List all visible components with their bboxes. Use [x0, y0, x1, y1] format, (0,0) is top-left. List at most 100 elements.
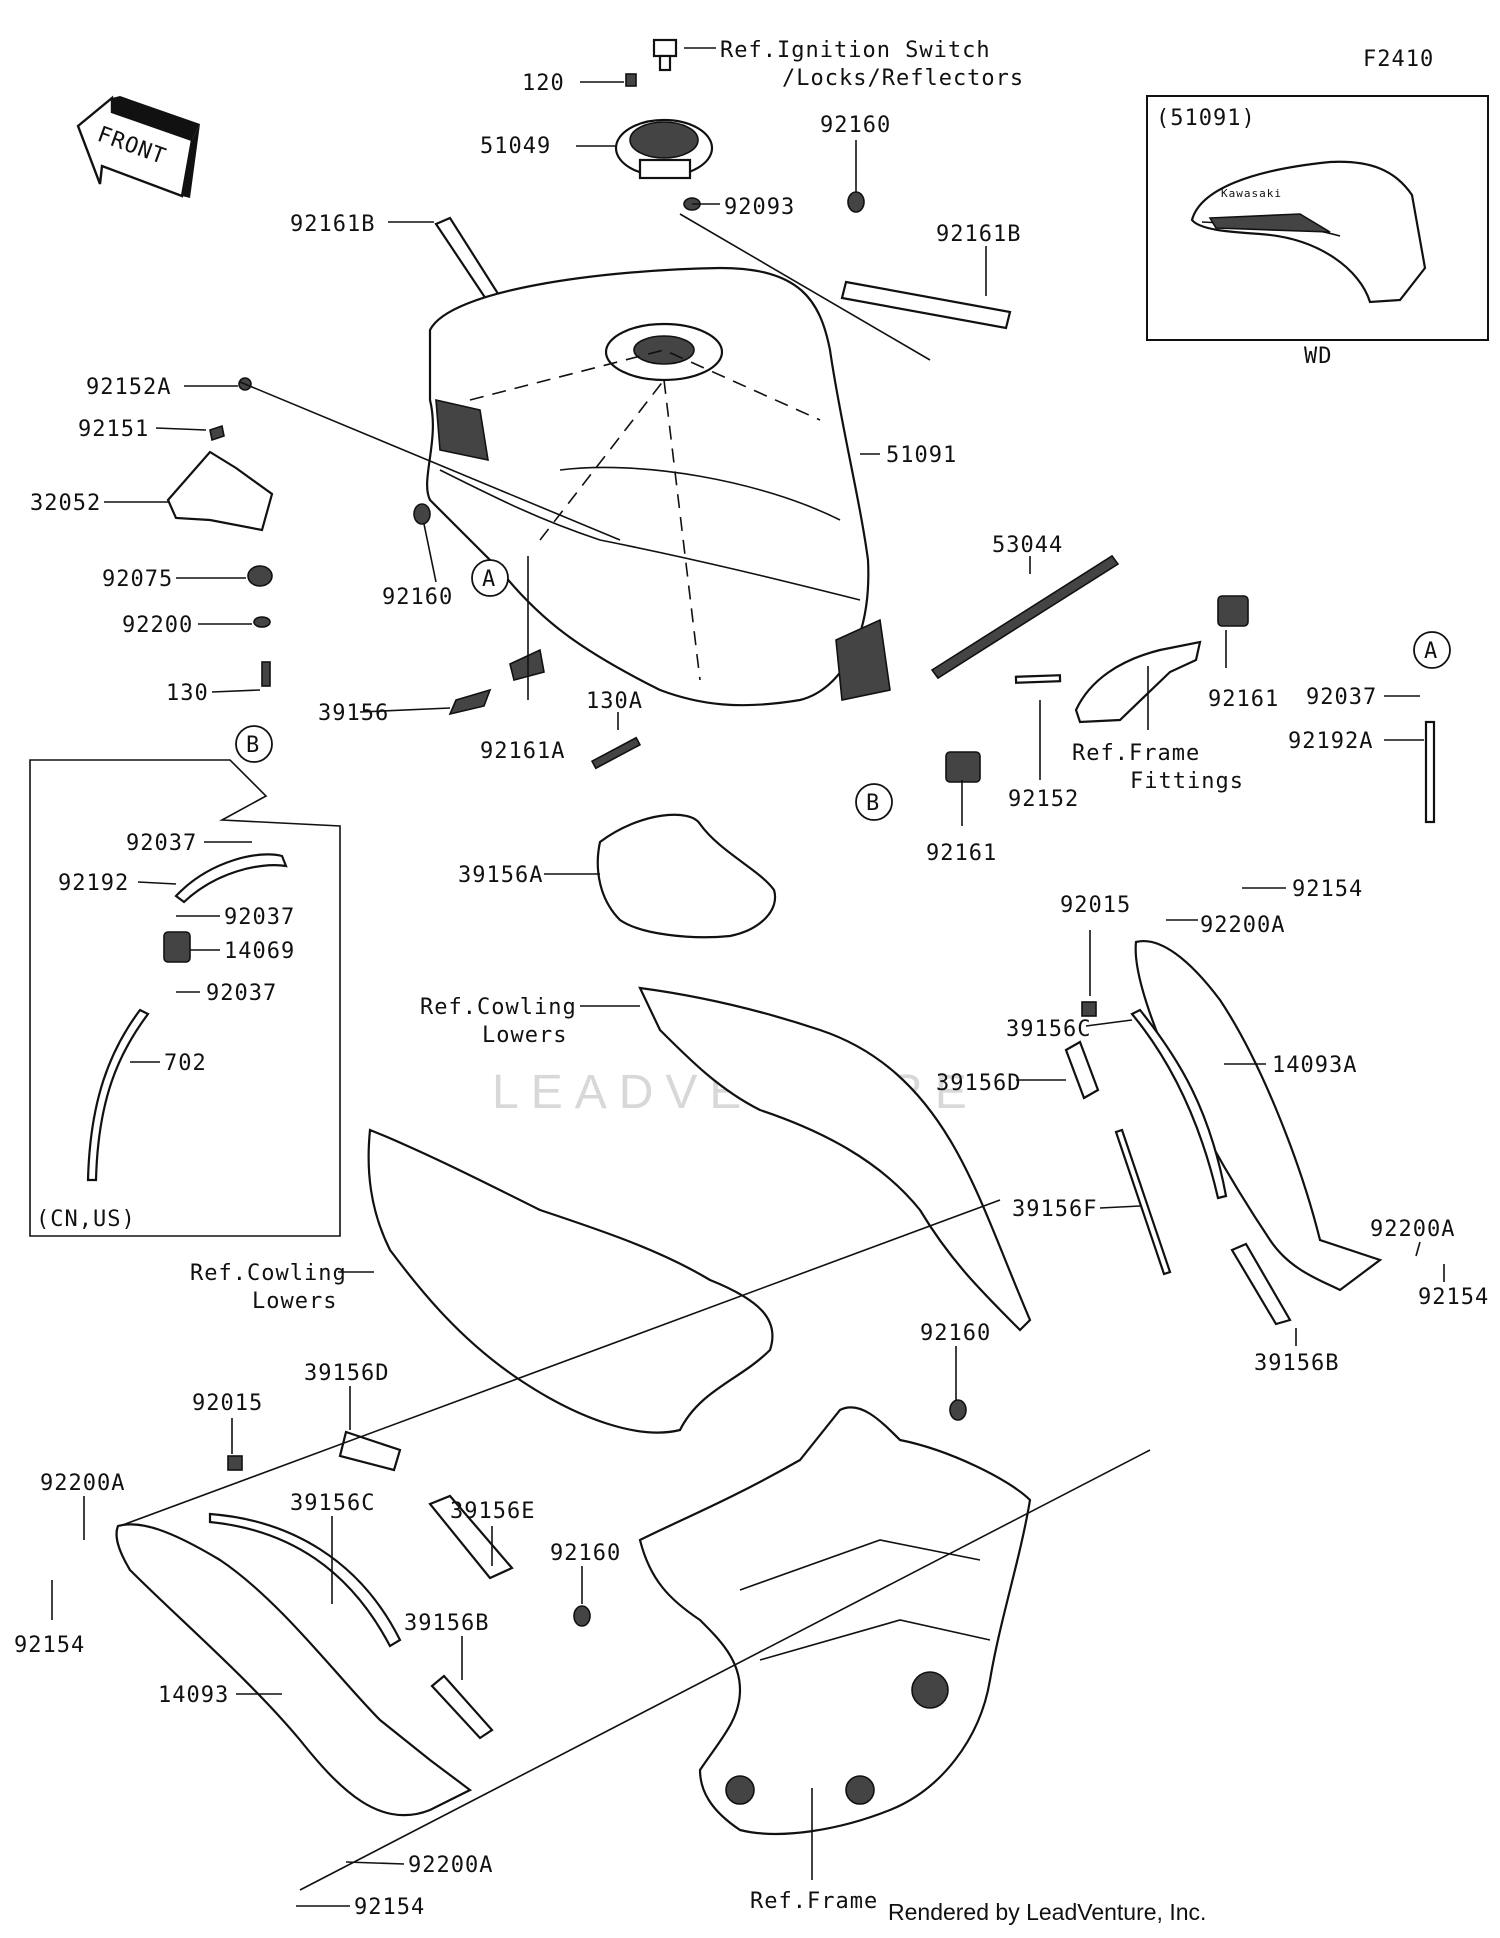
label-130a: 130A [586, 689, 643, 714]
pad-39156d-left [338, 1430, 402, 1472]
bolt-130a [590, 736, 642, 770]
label-92200a-right: 92200A [1370, 1217, 1455, 1242]
pad-39156 [448, 688, 492, 716]
hose-702 [86, 1008, 150, 1182]
label-92093: 92093 [724, 195, 795, 220]
label-92161b-right: 92161B [936, 222, 1021, 247]
label-ref-ignition-2: /Locks/Reflectors [782, 66, 1024, 91]
label-39156b-left: 39156B [404, 1611, 489, 1636]
fuel-tank-51091 [426, 266, 891, 707]
damper-92161-mid [945, 751, 981, 783]
label-92152a: 92152A [86, 375, 171, 400]
label-39156b-right: 39156B [1254, 1351, 1339, 1376]
label-39156f: 39156F [1012, 1197, 1097, 1222]
label-32052: 32052 [30, 491, 101, 516]
hose-92192 [174, 853, 288, 904]
label-ref-cowling-1b: Lowers [482, 1023, 567, 1048]
washer-92200 [253, 616, 271, 628]
credit-text: Rendered by LeadVenture, Inc. [888, 1899, 1206, 1925]
page-code: F2410 [1363, 47, 1434, 72]
ref-frame-fittings-part [1074, 640, 1202, 724]
bolt-130 [261, 661, 271, 687]
label-box-92037-a: 92037 [126, 831, 197, 856]
label-box-14069: 14069 [224, 939, 295, 964]
ref-frame-part [638, 1406, 1032, 1835]
label-92037-right: 92037 [1306, 685, 1377, 710]
label-box-92037-b: 92037 [224, 905, 295, 930]
callout-a-right: A [1413, 631, 1451, 669]
bolt-92151 [209, 424, 225, 442]
label-92200a-top: 92200A [1200, 913, 1285, 938]
label-92160-low: 92160 [920, 1321, 991, 1346]
trim-39156c-right [1130, 1008, 1228, 1200]
damper-92161-right [1217, 595, 1249, 627]
label-51049: 51049 [480, 134, 551, 159]
inset-caption: WD [1304, 344, 1333, 369]
hose-assembly-box [29, 759, 341, 1237]
trim-39156c-left [208, 1512, 402, 1648]
label-ref-cowling-2a: Ref.Cowling [190, 1261, 347, 1286]
label-92154-left: 92154 [14, 1633, 85, 1658]
callout-b-upper: B [855, 783, 893, 821]
label-92160-top: 92160 [820, 113, 891, 138]
label-92200a-left: 92200A [40, 1471, 125, 1496]
label-92154-right: 92154 [1418, 1285, 1489, 1310]
label-ref-frame: Ref.Frame [750, 1889, 878, 1914]
damper-92075 [247, 565, 273, 587]
label-14093a: 14093A [1272, 1053, 1357, 1078]
leader-lines [51, 47, 1445, 1907]
label-92161a: 92161A [480, 739, 565, 764]
label-ref-cowling-1a: Ref.Cowling [420, 995, 577, 1020]
label-92154-top: 92154 [1292, 877, 1363, 902]
valve-14069 [163, 931, 191, 963]
damper-92152 [1014, 674, 1062, 684]
fuel-cap-51049 [614, 118, 714, 180]
grommet-92160-top [847, 191, 865, 213]
panel-14093a [1134, 939, 1383, 1292]
label-39156a: 39156A [458, 863, 543, 888]
trim-39156b-left [430, 1674, 494, 1740]
bracket-92161b-right [840, 280, 1012, 330]
part-labels: 120 Ref.Ignition Switch /Locks/Reflector… [14, 38, 1489, 1920]
svg-text:B: B [246, 733, 260, 758]
label-92075: 92075 [102, 567, 173, 592]
front-arrow-icon: FRONT [76, 95, 200, 198]
seal-53044 [930, 554, 1120, 680]
label-ref-ignition-1: Ref.Ignition Switch [720, 38, 991, 63]
callout-a-upper: A [471, 559, 509, 597]
label-92151: 92151 [78, 417, 149, 442]
svg-text:A: A [482, 567, 496, 592]
label-39156: 39156 [318, 701, 389, 726]
ref-cowling-lower-lower [367, 1128, 774, 1434]
inset-box: (51091) Kawasaki WD [1146, 95, 1489, 369]
ignition-plug [652, 38, 678, 72]
inset-title: (51091) [1156, 106, 1256, 131]
pad-92161a [509, 648, 545, 681]
label-92192a: 92192A [1288, 729, 1373, 754]
inset-tank-image: Kawasaki [1190, 160, 1427, 304]
label-120: 120 [522, 71, 565, 96]
svg-text:A: A [1424, 639, 1438, 664]
label-39156c-right: 39156C [1006, 1017, 1091, 1042]
callout-b-box: B [235, 725, 273, 763]
label-92160-mid: 92160 [382, 585, 453, 610]
label-92161-right: 92161 [1208, 687, 1279, 712]
label-92015-right: 92015 [1060, 893, 1131, 918]
label-92161b-left: 92161B [290, 212, 375, 237]
inset-tank-badge: Kawasaki [1221, 187, 1282, 200]
label-92200a-bottom: 92200A [408, 1853, 493, 1878]
screw-120 [625, 73, 637, 87]
label-box-region: (CN,US) [36, 1207, 136, 1232]
label-39156e: 39156E [450, 1499, 535, 1524]
label-92161-mid: 92161 [926, 841, 997, 866]
label-39156d-left: 39156D [304, 1361, 389, 1386]
collar-92015-left [227, 1455, 243, 1471]
label-39156d-right: 39156D [936, 1071, 1021, 1096]
label-14093: 14093 [158, 1683, 229, 1708]
label-box-92037-c: 92037 [206, 981, 277, 1006]
trim-39156b-right [1230, 1242, 1292, 1326]
label-ref-frame-fittings-1: Ref.Frame [1072, 741, 1200, 766]
label-130: 130 [166, 681, 209, 706]
label-39156c-left: 39156C [290, 1491, 375, 1516]
